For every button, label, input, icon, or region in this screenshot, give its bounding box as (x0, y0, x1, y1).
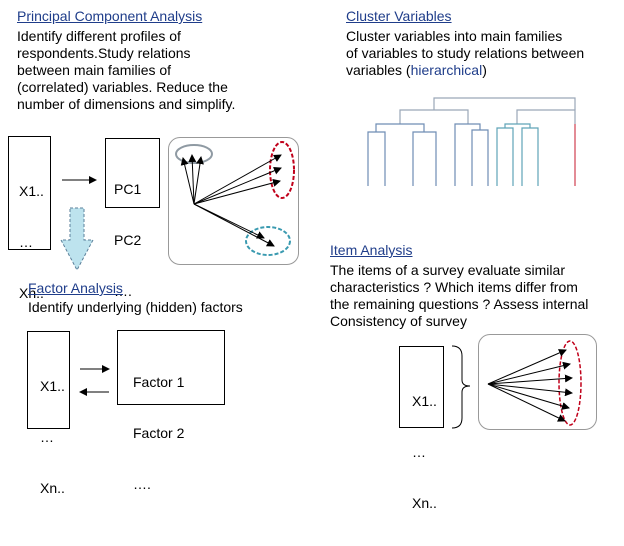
dendrogram (367, 97, 576, 186)
pca-input-box: X1.. … Xn.. (8, 136, 51, 301)
pca-vector (193, 203, 275, 247)
dendrogram-link (521, 127, 539, 186)
dendrogram-link (375, 123, 425, 132)
item-title: Item Analysis (330, 242, 413, 258)
item-red-ellipse (558, 340, 582, 426)
pca-diagram-panel (168, 137, 299, 265)
dendrogram-link (504, 123, 531, 128)
pca-vector (193, 156, 204, 205)
item-bracket (451, 345, 471, 429)
pca-description: Identify different profiles of responden… (17, 28, 236, 112)
pca-red-ellipse (269, 141, 295, 199)
item-description: The items of a survey evaluate similar c… (330, 262, 589, 329)
pca-output-box: PC1 PC2 …. (105, 138, 160, 299)
pca-vector (193, 178, 281, 205)
item-vector (487, 383, 566, 422)
pca-teal-ellipse (245, 226, 291, 256)
pca-vector (193, 166, 282, 205)
item-vector (487, 374, 573, 385)
cluster-title: Cluster Variables (346, 8, 452, 24)
pca-title: Principal Component Analysis (17, 8, 203, 24)
item-vector (487, 349, 567, 385)
dendrogram-link (496, 127, 514, 186)
cluster-description: Cluster variables into main families of … (346, 28, 585, 78)
pca-gray-ellipse (175, 144, 213, 164)
pca-input-text: X1.. … Xn.. (19, 183, 44, 301)
dendrogram-top-link (433, 97, 576, 110)
pca-vector (180, 157, 195, 205)
factor-title: Factor Analysis (28, 280, 123, 296)
hierarchical-keyword: hierarchical (410, 62, 483, 78)
item-vectors (487, 349, 573, 422)
down-arrow (60, 207, 94, 272)
dendrogram-link (454, 123, 481, 130)
dendrogram-link (367, 131, 386, 186)
factor-description: Identify underlying (hidden) factors (28, 299, 243, 315)
dendrogram-link (471, 129, 489, 186)
pca-vectors (180, 154, 282, 247)
item-vector (487, 383, 570, 410)
item-vector (487, 383, 573, 397)
dendrogram-link (399, 109, 469, 124)
dendrogram-link (516, 109, 576, 124)
pca-vector (193, 154, 282, 205)
item-vector (487, 361, 571, 385)
diagram-graphics (60, 97, 582, 429)
dendrogram-link (412, 131, 437, 186)
pca-output-text: PC1 PC2 …. (114, 181, 142, 299)
pca-vector (188, 154, 197, 205)
item-diagram-panel (478, 334, 597, 430)
